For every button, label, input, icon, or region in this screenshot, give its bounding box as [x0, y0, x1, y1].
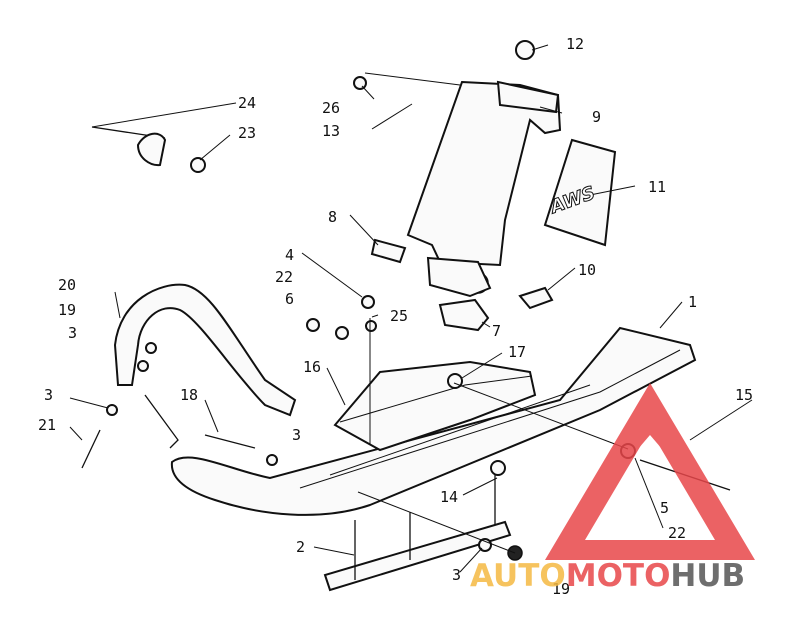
decal — [543, 138, 617, 247]
parts-group — [81, 40, 731, 592]
washer-3a — [137, 360, 149, 372]
callout-22-upper: 22 — [275, 268, 293, 286]
callout-13: 13 — [322, 122, 340, 140]
cap-12 — [515, 40, 535, 60]
grommet — [136, 132, 167, 167]
washer-3c — [266, 454, 278, 466]
callout-21: 21 — [38, 416, 56, 434]
callout-3-lower: 3 — [452, 566, 461, 584]
watermark: AUTOMOTOHUB — [470, 383, 755, 594]
ski — [170, 326, 697, 516]
bushing-10 — [518, 286, 554, 310]
callout-5: 5 — [660, 499, 669, 517]
callout-10: 10 — [578, 261, 596, 279]
callout-7: 7 — [492, 322, 501, 340]
bolt-18 — [204, 434, 256, 449]
washer-17 — [447, 373, 463, 389]
housing — [426, 256, 492, 298]
callout-4: 4 — [285, 246, 294, 264]
nut-23 — [190, 157, 206, 173]
callout-18: 18 — [180, 386, 198, 404]
watermark-text: AUTOMOTOHUB — [470, 558, 745, 594]
nut-6 — [306, 318, 320, 332]
callout-22-lower: 22 — [668, 524, 686, 542]
washer-3b — [106, 404, 118, 416]
wear-rod — [323, 520, 512, 592]
callout-1: 1 — [688, 293, 697, 311]
callout-19-lower: 19 — [552, 580, 570, 598]
callout-3-left: 3 — [44, 386, 53, 404]
callout-23: 23 — [238, 124, 256, 142]
callout-11: 11 — [648, 178, 666, 196]
callout-26: 26 — [322, 99, 340, 117]
pad-7 — [438, 298, 490, 332]
watermark-inner-mark — [600, 410, 700, 470]
ski-inner-rib-2 — [329, 384, 591, 476]
nut-26 — [353, 76, 367, 90]
callout-14: 14 — [440, 488, 458, 506]
ski-loop — [113, 283, 297, 417]
spacer-14 — [490, 460, 506, 476]
callout-labels: 12 9 26 13 24 23 11 8 4 22 10 6 25 7 1 2… — [38, 35, 753, 598]
callout-25: 25 — [390, 307, 408, 325]
watermark-hub: HUB — [670, 558, 745, 594]
washer-25 — [365, 320, 377, 332]
nut-4 — [361, 295, 375, 309]
callout-16: 16 — [303, 358, 321, 376]
bushing-8 — [370, 238, 407, 264]
nut-19a — [145, 342, 157, 354]
saddle — [333, 360, 537, 452]
callout-8: 8 — [328, 208, 337, 226]
callout-19-upper: 19 — [58, 301, 76, 319]
callout-6: 6 — [285, 290, 294, 308]
watermark-moto: MOTO — [566, 558, 671, 594]
washer-22a — [335, 326, 349, 340]
saddle-top — [339, 375, 533, 423]
watermark-triangle — [545, 383, 755, 560]
callout-20: 20 — [58, 276, 76, 294]
callout-17: 17 — [508, 343, 526, 361]
bolt-21 — [81, 429, 101, 469]
callout-12: 12 — [566, 35, 584, 53]
watermark-auto: AUTO — [470, 558, 566, 594]
callout-15: 15 — [735, 386, 753, 404]
leader-lines — [69, 44, 753, 573]
callout-9: 9 — [592, 108, 601, 126]
callout-2: 2 — [296, 538, 305, 556]
callout-3-mid: 3 — [292, 426, 301, 444]
callout-3-upper: 3 — [68, 324, 77, 342]
spindle-upper — [496, 80, 560, 114]
callout-24: 24 — [238, 94, 256, 112]
ski-inner-rib — [299, 349, 681, 489]
